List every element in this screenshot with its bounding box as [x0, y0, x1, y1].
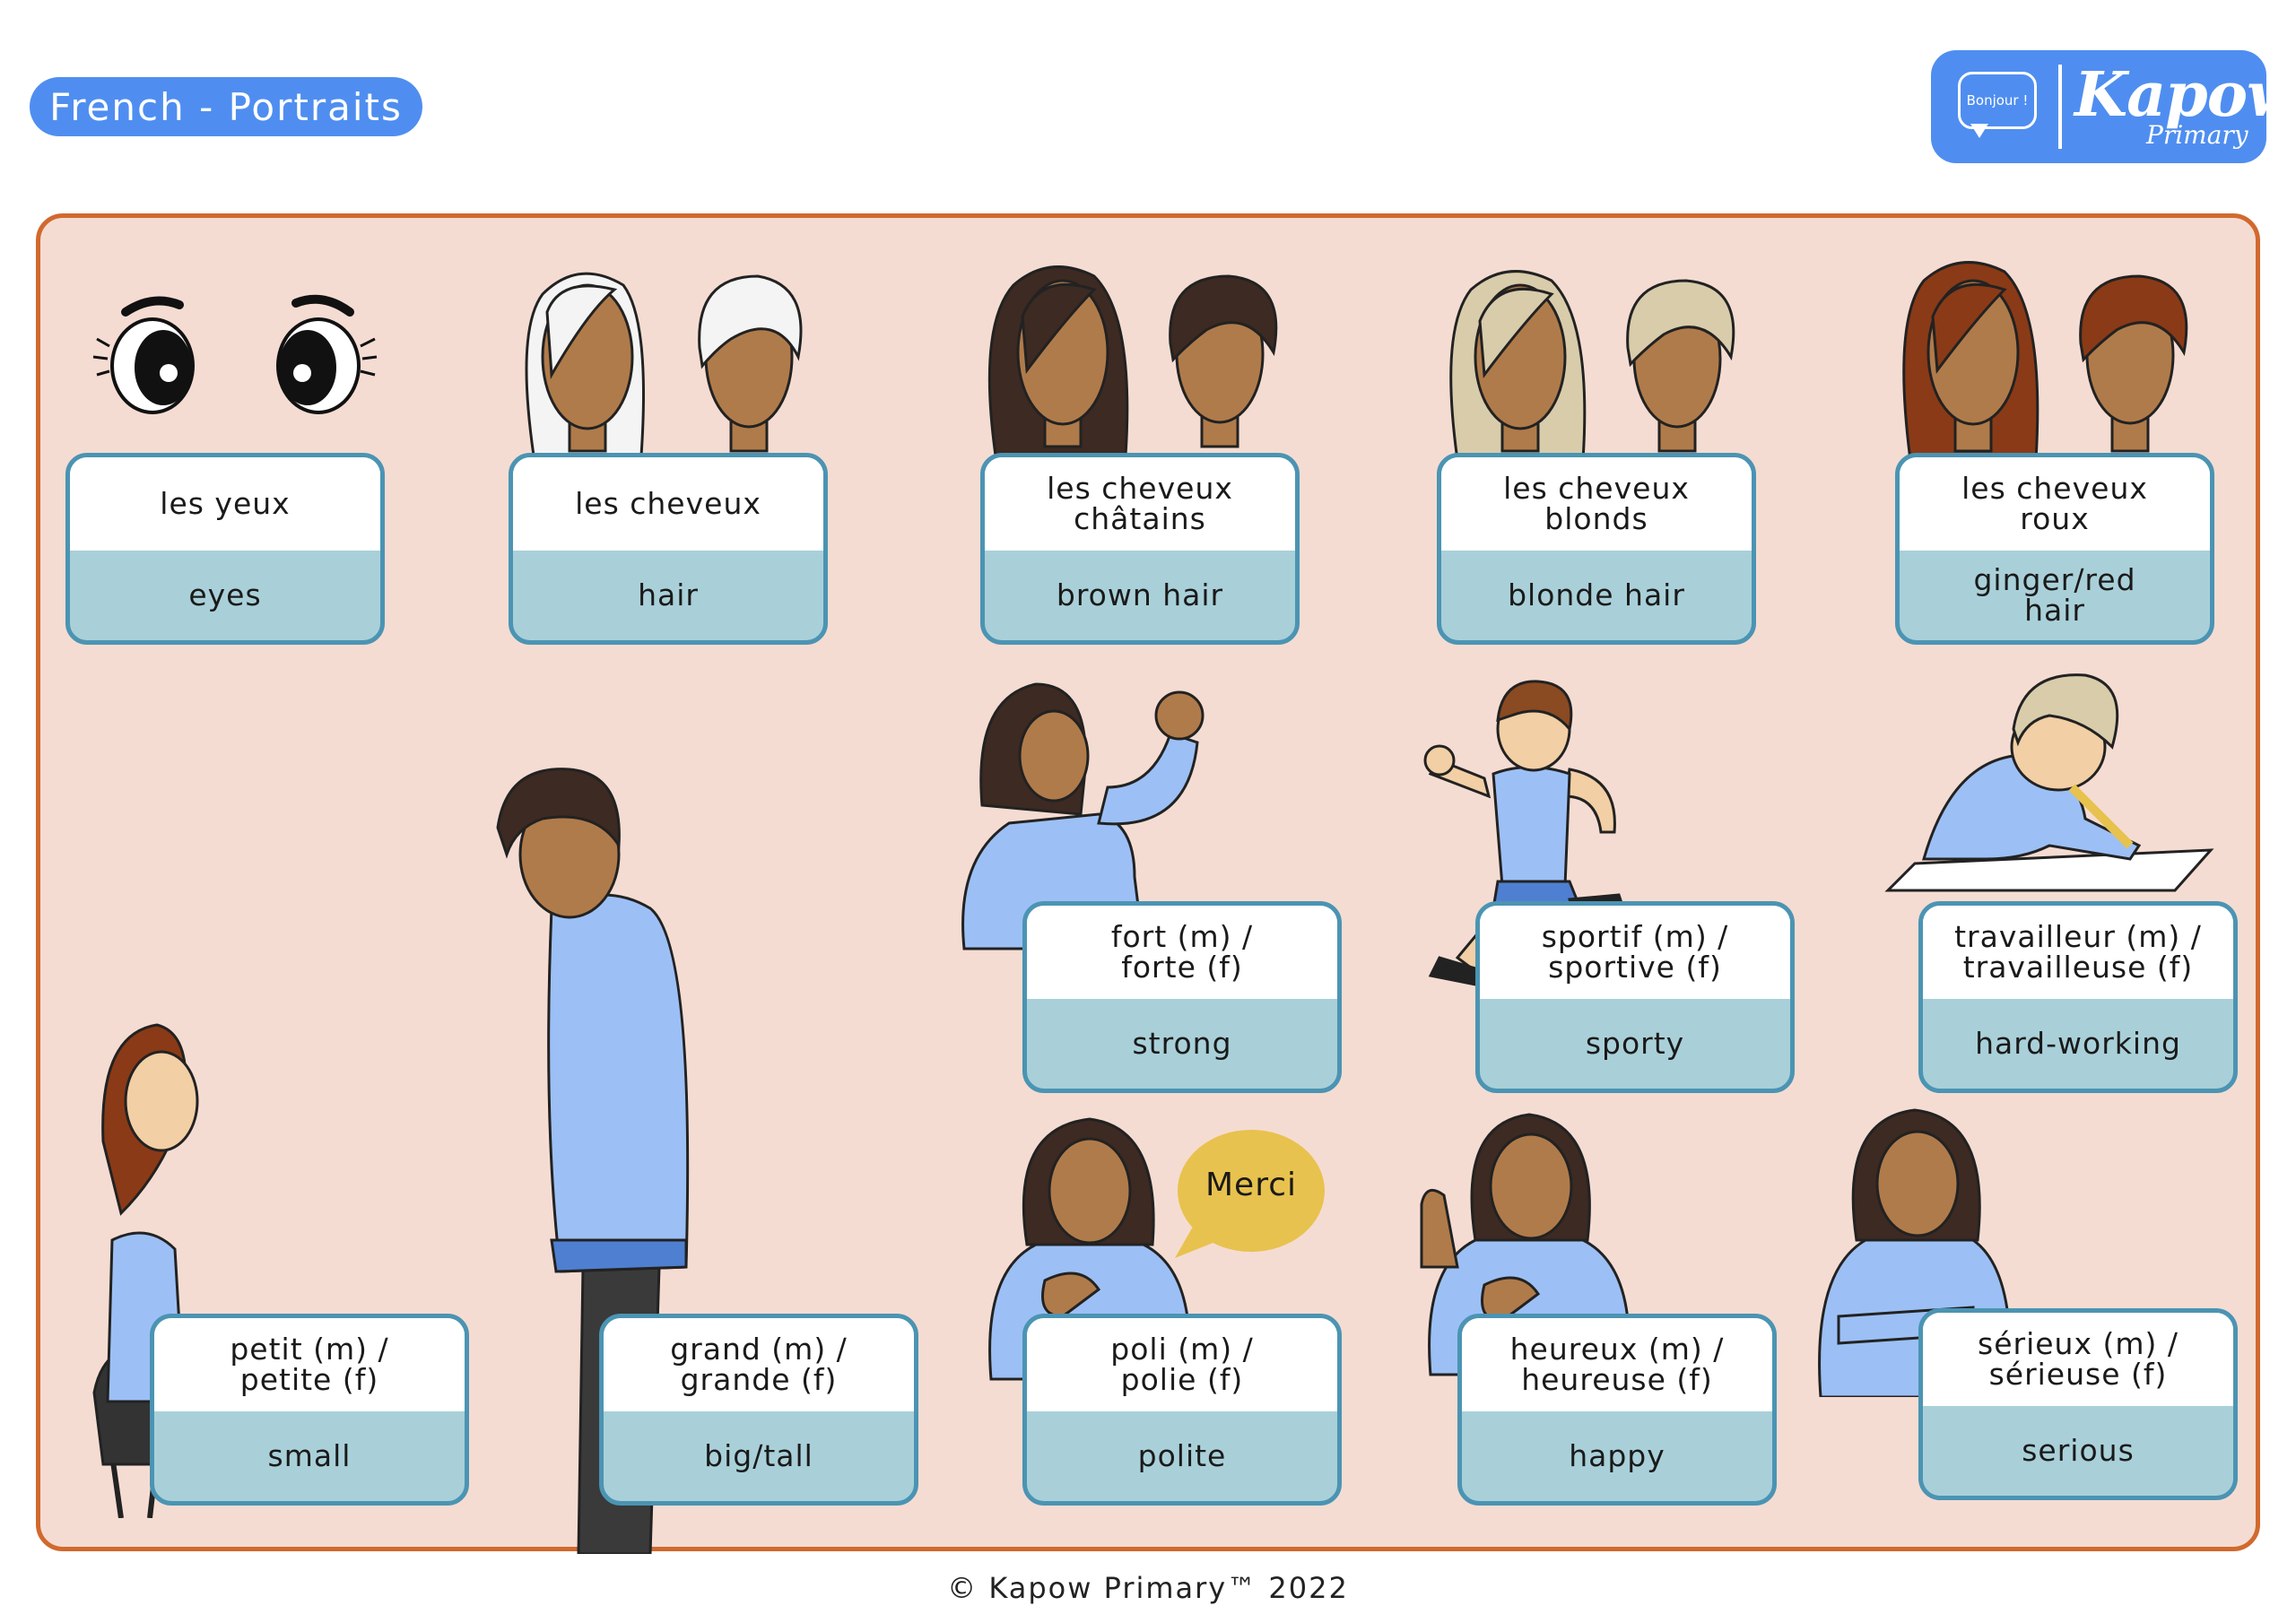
speech-bubble-text: Merci — [1205, 1167, 1297, 1203]
card-english: strong — [1132, 1026, 1232, 1061]
card-french: fort (m) / forte (f) — [1027, 906, 1337, 999]
speech-bubble-icon — [1175, 1130, 1325, 1258]
vocab-card-serious: sérieux (m) / sérieuse (f) serious — [1918, 1308, 2238, 1500]
page-title: French - Portraits — [30, 77, 422, 136]
vocab-board: Merci les yeux eyes les cheveux hair les… — [36, 213, 2260, 1554]
card-french: grand (m) / grande (f) — [604, 1318, 914, 1411]
card-english: hair — [638, 577, 699, 612]
card-french: les cheveux châtains — [985, 457, 1295, 551]
eyes-icon — [92, 294, 378, 414]
card-english: brown hair — [1056, 577, 1224, 612]
vocab-card-hair: les cheveux hair — [509, 453, 828, 645]
card-french: sportif (m) / sportive (f) — [1480, 906, 1790, 999]
sporty-boy-icon — [1423, 680, 1626, 986]
vocab-card-brown-hair: les cheveux châtains brown hair — [980, 453, 1300, 645]
vocab-card-happy: heureux (m) / heureuse (f) happy — [1457, 1314, 1777, 1506]
card-french: les cheveux — [513, 457, 823, 551]
blonde-hair-heads-icon — [1449, 270, 1735, 462]
kapow-logo: Bonjour ! Kapow Primary — [1931, 50, 2296, 163]
card-french: travailleur (m) / travailleuse (f) — [1923, 906, 2233, 999]
card-french: les cheveux blonds — [1441, 457, 1752, 551]
card-english: small — [267, 1438, 352, 1473]
vocab-card-small: petit (m) / petite (f) small — [150, 1314, 469, 1506]
card-english: serious — [2022, 1433, 2135, 1468]
logo-divider — [2058, 65, 2062, 149]
speech-bubble-icon: Bonjour ! — [1958, 72, 2037, 129]
copyright-footer: © Kapow Primary™ 2022 — [947, 1571, 1349, 1605]
card-french: petit (m) / petite (f) — [154, 1318, 465, 1411]
vocab-card-hard-working: travailleur (m) / travailleuse (f) hard-… — [1918, 901, 2238, 1093]
card-english: sporty — [1585, 1026, 1685, 1061]
card-french: sérieux (m) / sérieuse (f) — [1923, 1313, 2233, 1406]
vocab-card-eyes: les yeux eyes — [65, 453, 385, 645]
logo-brand: Kapow — [2074, 59, 2296, 131]
vocab-card-tall: grand (m) / grande (f) big/tall — [599, 1314, 918, 1506]
card-french: heureux (m) / heureuse (f) — [1462, 1318, 1772, 1411]
brown-hair-heads-icon — [987, 265, 1278, 457]
card-english: hard-working — [1975, 1026, 2181, 1061]
vocab-card-blonde-hair: les cheveux blonds blonde hair — [1437, 453, 1756, 645]
vocab-card-polite: poli (m) / polie (f) polite — [1022, 1314, 1342, 1506]
hard-working-child-icon — [1884, 673, 2214, 892]
card-french: les cheveux roux — [1900, 457, 2210, 551]
vocab-card-red-hair: les cheveux roux ginger/red hair — [1895, 453, 2214, 645]
logo-sub: Primary — [2146, 120, 2248, 150]
red-hair-heads-icon — [1902, 261, 2188, 462]
vocab-card-sporty: sportif (m) / sportive (f) sporty — [1475, 901, 1795, 1093]
card-english: ginger/red hair — [1973, 562, 2136, 628]
card-english: polite — [1137, 1438, 1227, 1473]
vocab-card-strong: fort (m) / forte (f) strong — [1022, 901, 1342, 1093]
strong-person-icon — [961, 682, 1205, 950]
card-english: happy — [1569, 1438, 1665, 1473]
card-french: les yeux — [70, 457, 380, 551]
white-hair-heads-icon — [525, 272, 803, 457]
card-french: poli (m) / polie (f) — [1027, 1318, 1337, 1411]
card-english: eyes — [188, 577, 262, 612]
speech-bubble-tail-icon — [1970, 124, 1988, 138]
card-english: blonde hair — [1508, 577, 1685, 612]
card-english: big/tall — [704, 1438, 813, 1473]
